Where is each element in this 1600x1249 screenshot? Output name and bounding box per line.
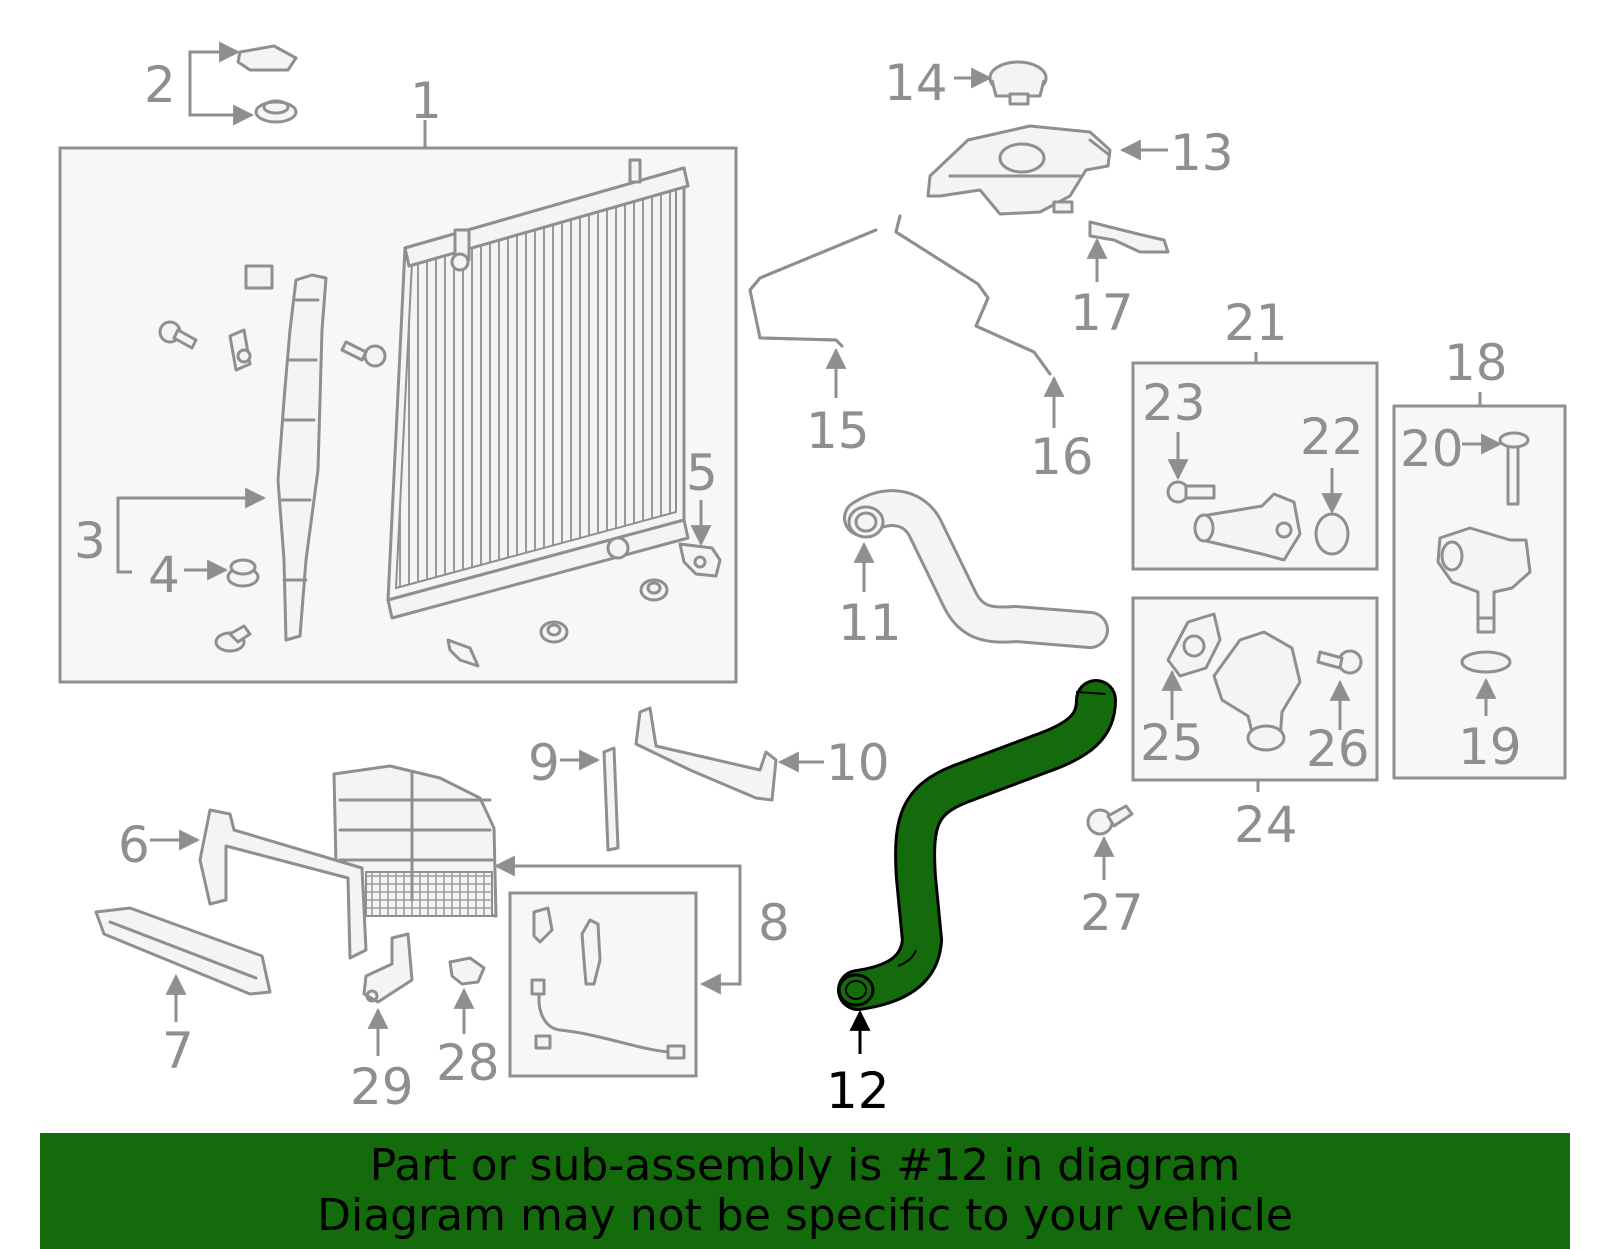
- callout-24: 24: [1234, 796, 1298, 854]
- callout-10: 10: [826, 734, 890, 792]
- clip-icon: [446, 638, 480, 668]
- banner-line-2: Diagram may not be specific to your vehi…: [317, 1190, 1293, 1241]
- callout-6: 6: [118, 816, 150, 874]
- callout-27: 27: [1080, 884, 1144, 942]
- callout-9: 9: [528, 734, 560, 792]
- bushing-icon: [226, 558, 260, 588]
- callout-2: 2: [144, 56, 176, 114]
- callout-26: 26: [1306, 720, 1370, 778]
- callout-28: 28: [436, 1034, 500, 1092]
- bolt-icon: [158, 320, 198, 350]
- callout-7: 7: [162, 1022, 194, 1080]
- banner-line-1: Part or sub-assembly is #12 in diagram: [369, 1140, 1241, 1191]
- coolant-reservoir: [926, 124, 1112, 216]
- callout-15: 15: [806, 402, 870, 460]
- callout-16: 16: [1030, 428, 1094, 486]
- water-outlet-box-18: [1392, 392, 1567, 780]
- callout-5: 5: [686, 444, 718, 502]
- upper-radiator-hose: [843, 489, 1109, 649]
- callout-29: 29: [350, 1058, 414, 1116]
- sensor-icon: [678, 542, 722, 578]
- callout-1: 1: [410, 72, 442, 130]
- leader-lines-group-1: [116, 41, 712, 581]
- radiator-side-bracket: [228, 264, 328, 642]
- overflow-tubes: [748, 214, 1170, 376]
- callout-21: 21: [1224, 294, 1288, 352]
- bushing-icon: [639, 578, 669, 602]
- bushing-icon: [539, 620, 569, 644]
- radiator-core: [386, 158, 690, 620]
- thermostat-housing-box-24: [1131, 596, 1379, 792]
- info-banner: Part or sub-assembly is #12 in diagram D…: [40, 1133, 1570, 1249]
- bolt-icon: [340, 340, 387, 368]
- clip-28: [448, 956, 486, 986]
- callout-22: 22: [1300, 408, 1364, 466]
- thermostat-outlet-box-21: [1131, 352, 1379, 571]
- callout-14: 14: [884, 54, 948, 112]
- leader-lines-group-4: [150, 829, 742, 1056]
- callout-23: 23: [1142, 374, 1206, 432]
- callout-3: 3: [74, 512, 106, 570]
- callout-11: 11: [838, 594, 902, 652]
- bolt-27: [1086, 804, 1134, 880]
- reservoir-cap: [988, 60, 1048, 106]
- bracket-9: [560, 746, 620, 852]
- bolt-icon: [214, 624, 252, 653]
- seal-cap-icon: [236, 44, 298, 124]
- callout-4: 4: [148, 546, 180, 604]
- lower-radiator-hose-highlighted: [837, 679, 1117, 1011]
- callout-8: 8: [758, 894, 790, 952]
- callout-12: 12: [826, 1062, 890, 1120]
- air-baffle-assembly: [94, 764, 498, 996]
- callout-13: 13: [1170, 124, 1234, 182]
- hardware-fasteners: [158, 44, 722, 668]
- wiring-harness-box: [508, 891, 698, 1078]
- callout-17: 17: [1070, 284, 1134, 342]
- leader-lines-group-2: [825, 67, 1168, 428]
- callout-19: 19: [1458, 718, 1522, 776]
- callout-18: 18: [1444, 334, 1508, 392]
- callout-labels: 1 2 3 4 5 6 7 8 9 10 11 12 13 14 15 16 1…: [74, 54, 1522, 1120]
- bracket-29: [362, 932, 414, 1004]
- callout-20: 20: [1400, 420, 1464, 478]
- callout-25: 25: [1140, 714, 1204, 772]
- deflector-10: [634, 706, 824, 802]
